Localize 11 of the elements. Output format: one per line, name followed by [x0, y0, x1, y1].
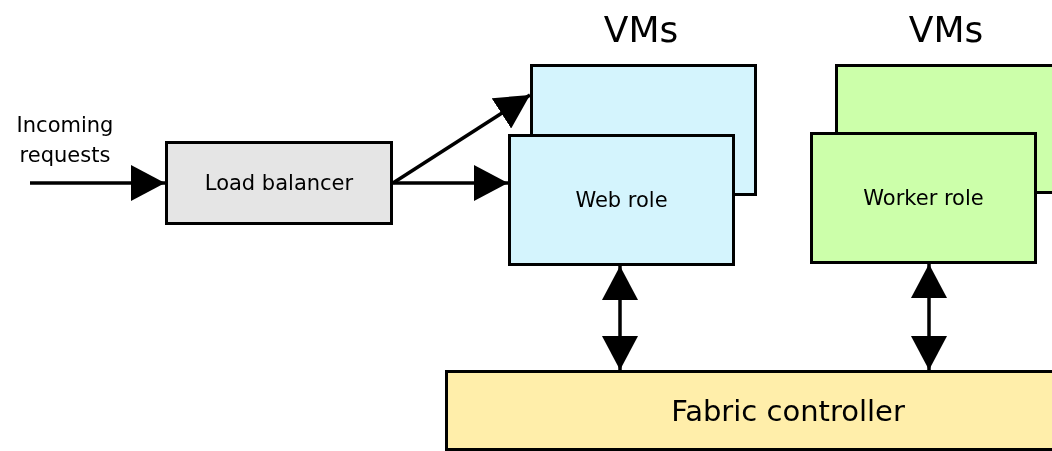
process-box [165, 141, 393, 225]
input-label: Incoming requests [15, 112, 115, 169]
node-label: Fabric controller [671, 393, 905, 428]
controller-box [445, 370, 1052, 451]
node-label: Web role [575, 188, 668, 212]
process-box [508, 134, 735, 266]
process-box [810, 132, 1037, 264]
node-label: Load balancer [204, 171, 354, 195]
node-label: Worker role [863, 186, 984, 210]
group-heading: VMs [602, 8, 680, 52]
group-heading: VMs [907, 8, 985, 52]
